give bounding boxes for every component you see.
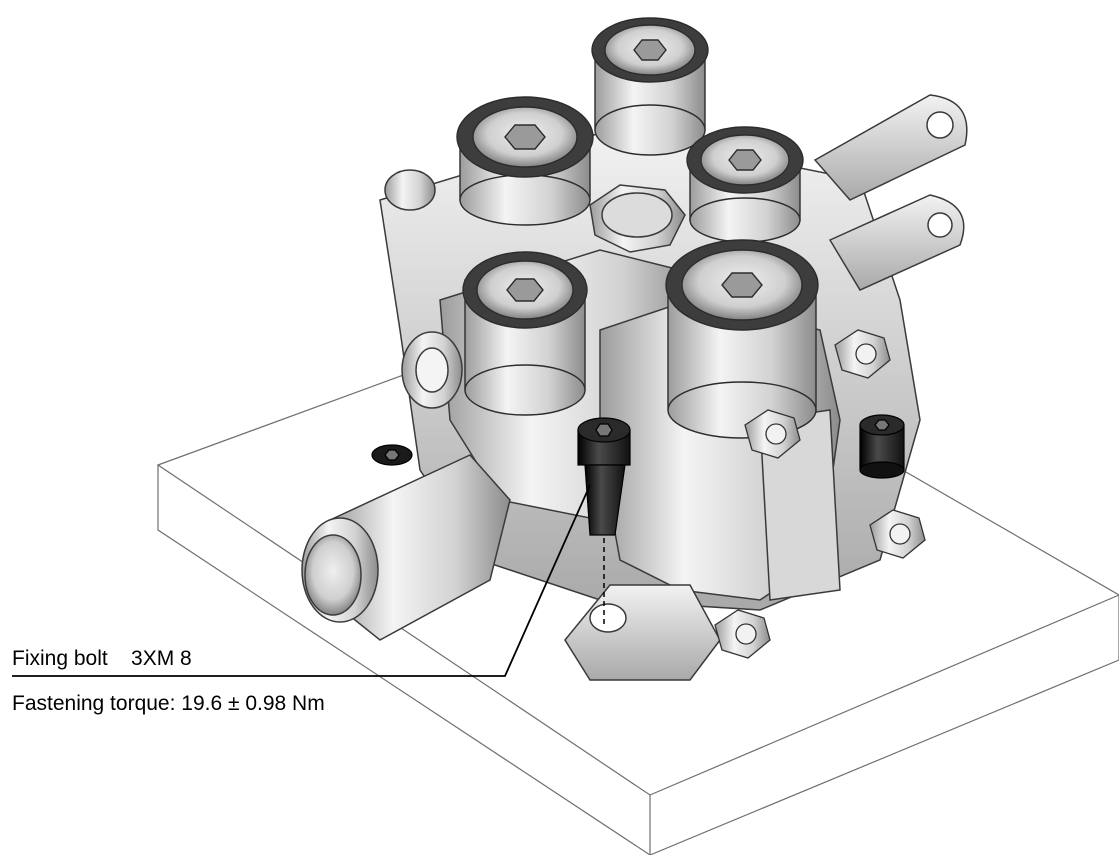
fixing-bolt-label: Fixing bolt 3XM 8 xyxy=(12,647,192,670)
fixing-bolt-left xyxy=(371,444,413,466)
fastening-torque-label: Fastening torque: 19.6 ± 0.98 Nm xyxy=(12,692,325,715)
hex-nuts xyxy=(714,329,926,659)
valve-body xyxy=(301,94,968,681)
cap-top xyxy=(591,17,709,156)
cap-left-front xyxy=(462,251,588,416)
cap-right-front xyxy=(665,239,819,439)
cap-group xyxy=(456,17,819,439)
cap-left-back xyxy=(456,96,594,226)
fixing-bolt-center xyxy=(577,417,631,536)
fixing-bolts xyxy=(371,414,905,536)
cap-right-back xyxy=(686,126,804,243)
callout-leader-line xyxy=(12,484,591,677)
fixing-bolt-right xyxy=(859,414,905,479)
